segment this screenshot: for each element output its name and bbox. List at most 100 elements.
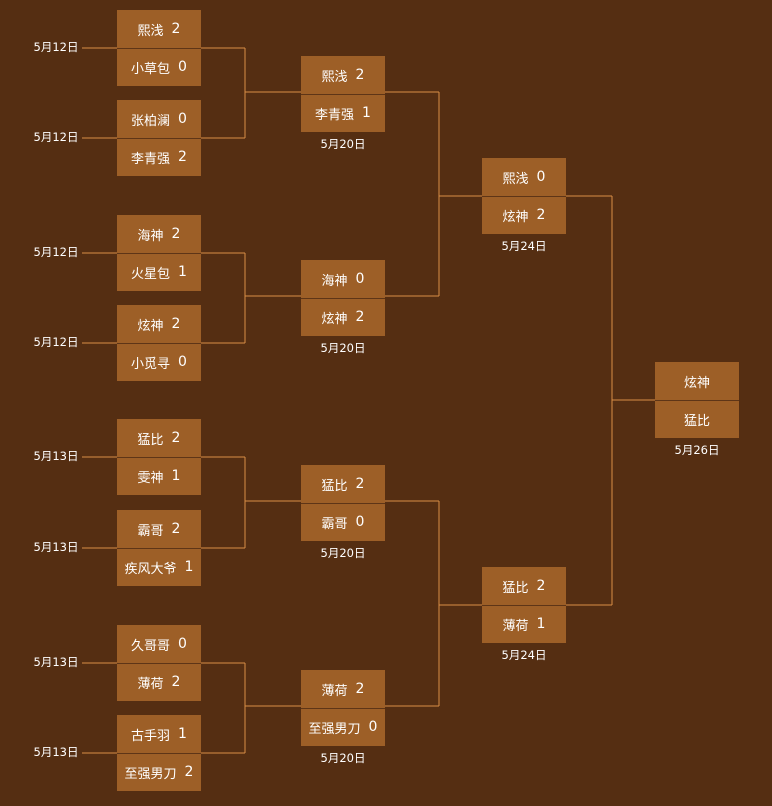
match-team1-row[interactable]: 海神 0 — [301, 260, 385, 298]
match-team2-row[interactable]: 薄荷 1 — [482, 605, 566, 643]
team1-score: 2 — [171, 21, 181, 37]
match-team2-row[interactable]: 薄荷 2 — [117, 663, 201, 701]
team1-score: 2 — [355, 67, 365, 83]
final-date: 5月26日 — [674, 443, 720, 457]
team2-name: 李青强 — [131, 151, 171, 167]
match-date: 5月13日 — [33, 655, 79, 669]
team2-name: 小觅寻 — [131, 356, 171, 372]
round2-match-2[interactable]: 海神 0 炫神 2 — [301, 260, 385, 336]
team2-name: 小草包 — [131, 61, 171, 77]
team1-name: 猛比 — [321, 478, 348, 494]
match-date: 5月12日 — [33, 40, 79, 54]
team2-score: 2 — [184, 764, 194, 780]
match-team1-row[interactable]: 熙浅 2 — [301, 56, 385, 94]
match-date: 5月20日 — [320, 341, 366, 355]
match-date: 5月24日 — [501, 648, 547, 662]
match-divider — [482, 196, 566, 197]
match-divider — [117, 457, 201, 458]
match-team1-row[interactable]: 猛比 2 — [301, 465, 385, 503]
team1-score: 0 — [178, 636, 187, 652]
match-team2-row[interactable]: 霸哥 0 — [301, 503, 385, 541]
team1-name: 薄荷 — [321, 683, 348, 699]
team2-score: 1 — [184, 559, 194, 575]
team1-score: 2 — [171, 430, 181, 446]
team1-score: 0 — [355, 271, 365, 287]
team1-score: 2 — [171, 316, 181, 332]
match-team2-row[interactable]: 小草包 0 — [117, 48, 201, 86]
team2-name: 火星包 — [131, 266, 171, 282]
match-divider — [117, 753, 201, 754]
match-team1-row[interactable]: 熙浅 2 — [117, 10, 201, 48]
round1-match-1[interactable]: 熙浅 2 小草包 0 — [117, 10, 201, 86]
match-team2-row[interactable]: 小觅寻 0 — [117, 343, 201, 381]
team2-score: 0 — [178, 354, 187, 370]
team2-name: 霸哥 — [321, 516, 348, 532]
match-divider — [117, 548, 201, 549]
team2-name: 至强男刀 — [124, 766, 177, 782]
match-divider — [482, 605, 566, 606]
team1-score: 2 — [355, 681, 365, 697]
final-match[interactable]: 炫神猛比 — [655, 362, 739, 438]
team1-name: 海神 — [321, 273, 348, 289]
team2-name: 薄荷 — [137, 676, 164, 692]
match-divider — [117, 48, 201, 49]
team1-name: 熙浅 — [321, 69, 348, 85]
team1-name: 霸哥 — [137, 523, 164, 539]
match-divider — [301, 708, 385, 709]
team2-name: 雯神 — [137, 470, 164, 486]
team1-name: 张柏澜 — [131, 113, 171, 129]
match-team2-row[interactable]: 炫神 2 — [301, 298, 385, 336]
team2-name: 猛比 — [683, 413, 710, 429]
match-divider — [655, 400, 739, 401]
team2-score: 0 — [178, 59, 187, 75]
team1-score: 2 — [355, 476, 365, 492]
team2-name: 薄荷 — [502, 618, 529, 634]
team1-name: 熙浅 — [137, 23, 164, 39]
team2-score: 1 — [536, 616, 546, 632]
team2-score: 0 — [355, 514, 365, 530]
match-team1-row[interactable]: 薄荷 2 — [301, 670, 385, 708]
match-divider — [117, 663, 201, 664]
team2-score: 2 — [355, 309, 365, 325]
round2-match-3[interactable]: 猛比 2 霸哥 0 — [301, 465, 385, 541]
match-team1-row[interactable]: 炫神 — [655, 362, 739, 400]
match-date: 5月20日 — [320, 751, 366, 765]
match-date: 5月24日 — [501, 239, 547, 253]
team2-score: 2 — [171, 674, 181, 690]
match-team2-row[interactable]: 至强男刀 2 — [117, 753, 201, 791]
team2-score: 1 — [362, 105, 371, 121]
match-divider — [301, 298, 385, 299]
team2-name: 炫神 — [321, 311, 348, 327]
match-team2-row[interactable]: 猛比 — [655, 400, 739, 438]
team1-name: 熙浅 — [502, 171, 529, 187]
team2-name: 至强男刀 — [308, 721, 361, 737]
